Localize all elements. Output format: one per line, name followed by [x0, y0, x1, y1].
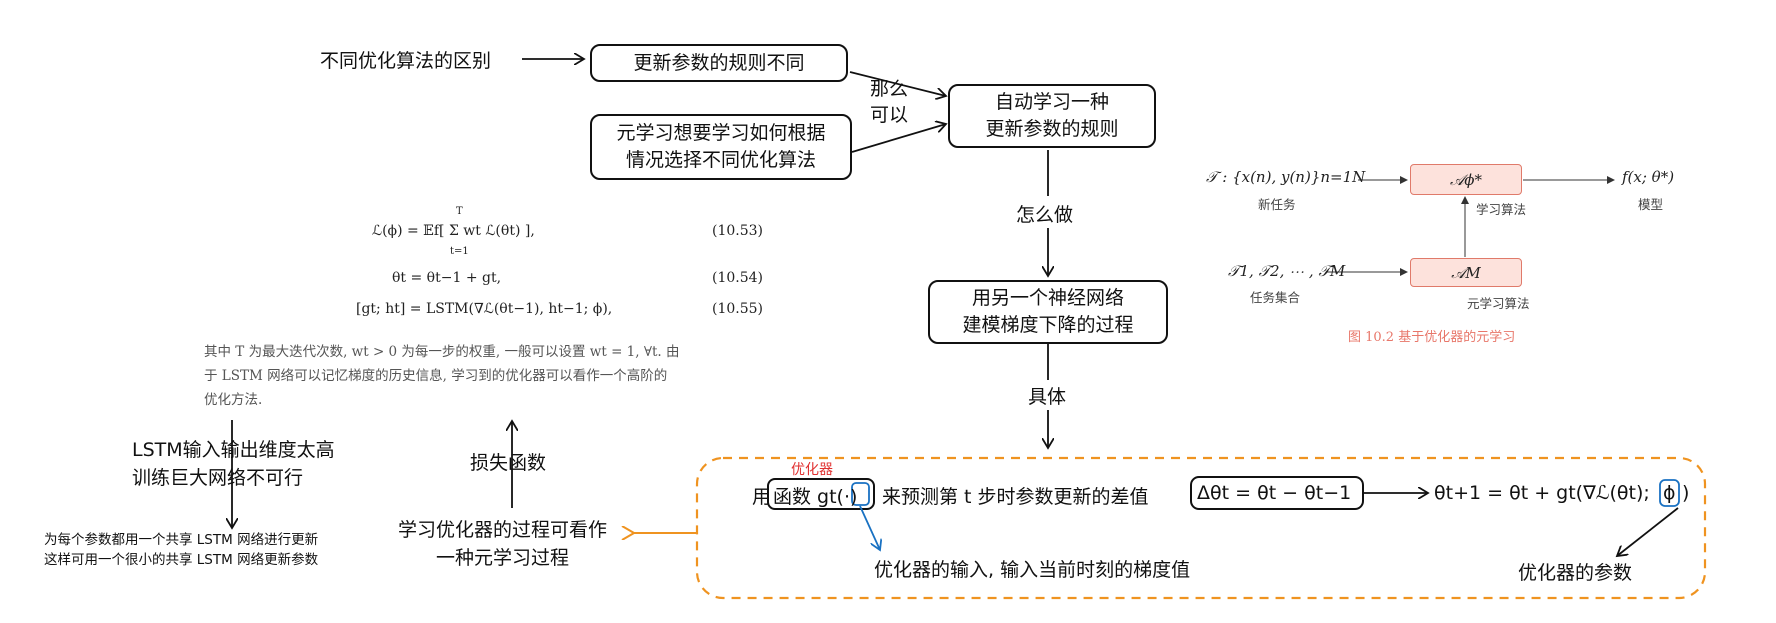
equation-1: ℒ(ϕ) = 𝔼f[ Σ wt ℒ(θt) ], [372, 223, 535, 239]
then-label: 那么 可以 [870, 76, 908, 128]
then-label-line2: 可以 [870, 104, 909, 126]
update-eq: θt+1 = θt + gt(∇ℒ(θt); [1434, 482, 1650, 504]
fig-learner-label: 学习算法 [1476, 202, 1527, 217]
fig-meta-learner-box: 𝒜M [1410, 258, 1522, 287]
diff-label: 不同优化算法的区别 [320, 50, 492, 72]
fig-meta-tasks-label: 任务集合 [1250, 290, 1301, 305]
param-note: 优化器的参数 [1518, 562, 1633, 584]
equation-2-number: (10.54) [712, 270, 764, 286]
paragraph: 其中 T 为最大迭代次数, wt > 0 为每一步的权重, 一般可以设置 wt … [204, 340, 774, 412]
shared-note-line1: 为每个参数都用一个共享 LSTM 网络进行更新 [44, 532, 319, 548]
equation-3: [gt; ht] = LSTM(∇ℒ(θt−1), ht−1; ϕ), [356, 301, 613, 317]
predict-pre: 用 [752, 486, 772, 508]
fig-meta-learner-label: 元学习算法 [1467, 296, 1530, 311]
equation-1-number: (10.53) [712, 223, 764, 239]
lstm-note-line2: 训练巨大网络不可行 [132, 467, 304, 489]
equation-2: θt = θt−1 + gt, [392, 270, 502, 286]
equation-3-number: (10.55) [712, 301, 764, 317]
auto-box-line2: 更新参数的规则 [985, 118, 1119, 140]
predict-func: 函数 gt(·) [773, 486, 858, 508]
shared-note-line2: 这样可用一个很小的共享 LSTM 网络更新参数 [44, 552, 319, 568]
equation-1-text: ℒ(ϕ) = 𝔼f[ Σ wt ℒ(θt) ], [372, 223, 535, 239]
meta-process-note: 学习优化器的过程可看作 一种元学习过程 [398, 516, 607, 572]
paragraph-line1: 其中 T 为最大迭代次数, wt > 0 为每一步的权重, 一般可以设置 wt … [204, 344, 680, 360]
arrow-dot-to-input [859, 505, 880, 550]
specific-label: 具体 [1028, 386, 1067, 408]
nn-box-line1: 用另一个神经网络 [971, 287, 1124, 309]
fig-caption: 图 10.2 基于优化器的元学习 [1348, 330, 1516, 345]
meta-box-line1: 元学习想要学习如何根据 [616, 122, 826, 144]
paragraph-line3: 优化方法. [204, 392, 263, 408]
nn-box-line2: 建模梯度下降的过程 [962, 314, 1134, 336]
arrow-meta-to-auto [851, 124, 946, 153]
meta-process-line1: 学习优化器的过程可看作 [398, 519, 608, 541]
fig-learner-text: 𝒜ϕ* [1450, 170, 1482, 189]
arrow-rules-to-auto [849, 71, 946, 96]
predict-region [695, 456, 1707, 600]
then-label-line1: 那么 [870, 78, 909, 100]
lstm-note-line1: LSTM输入输出维度太高 [132, 439, 335, 461]
fig-learner-box: 𝒜ϕ* [1410, 164, 1522, 195]
fig-task-set: 𝒯 : {x(n), y(n)}n=1N [1206, 168, 1366, 186]
lstm-note: LSTM输入输出维度太高 训练巨大网络不可行 [132, 436, 335, 492]
arrow-phi-to-param [1617, 507, 1679, 556]
fig-task-label: 新任务 [1258, 197, 1296, 212]
delta-box [1190, 476, 1364, 510]
fig-meta-tasks: 𝒯1, 𝒯2, ⋯ , 𝒯M [1228, 262, 1346, 280]
fig-meta-learner-text: 𝒜M [1451, 263, 1481, 282]
equation-1-sum-top: T [456, 206, 463, 217]
predict-mid: 来预测第 t 步时参数更新的差值 [882, 486, 1149, 508]
rules-box-text: 更新参数的规则不同 [633, 51, 805, 74]
fig-output-label: 模型 [1638, 197, 1664, 212]
input-note: 优化器的输入, 输入当前时刻的梯度值 [874, 559, 1191, 581]
phi-symbol: ϕ [1663, 482, 1676, 504]
loss-label: 损失函数 [470, 452, 547, 474]
shared-note: 为每个参数都用一个共享 LSTM 网络进行更新 这样可用一个很小的共享 LSTM… [44, 530, 318, 570]
func-box [767, 478, 875, 510]
fig-output: f(x; θ*) [1622, 168, 1675, 186]
auto-box-line1: 自动学习一种 [994, 91, 1109, 113]
optimizer-tag: 优化器 [791, 462, 833, 478]
meta-box-line2: 情况选择不同优化算法 [625, 149, 816, 171]
paragraph-line2: 于 LSTM 网络可以记忆梯度的历史信息, 学习到的优化器可以看作一个高阶的 [204, 368, 668, 384]
equation-1-sum-bottom: t=1 [450, 246, 469, 257]
update-close: ) [1682, 482, 1690, 504]
rules-box: 更新参数的规则不同 [590, 44, 848, 82]
nn-box: 用另一个神经网络 建模梯度下降的过程 [928, 280, 1168, 344]
auto-box: 自动学习一种 更新参数的规则 [948, 84, 1156, 148]
dot-box [851, 482, 870, 506]
meta-process-line2: 一种元学习过程 [436, 547, 570, 569]
delta-eq: Δθt = θt − θt−1 [1197, 482, 1352, 504]
phi-box [1659, 479, 1680, 507]
meta-box: 元学习想要学习如何根据 情况选择不同优化算法 [590, 114, 852, 180]
how-label: 怎么做 [1016, 204, 1074, 226]
